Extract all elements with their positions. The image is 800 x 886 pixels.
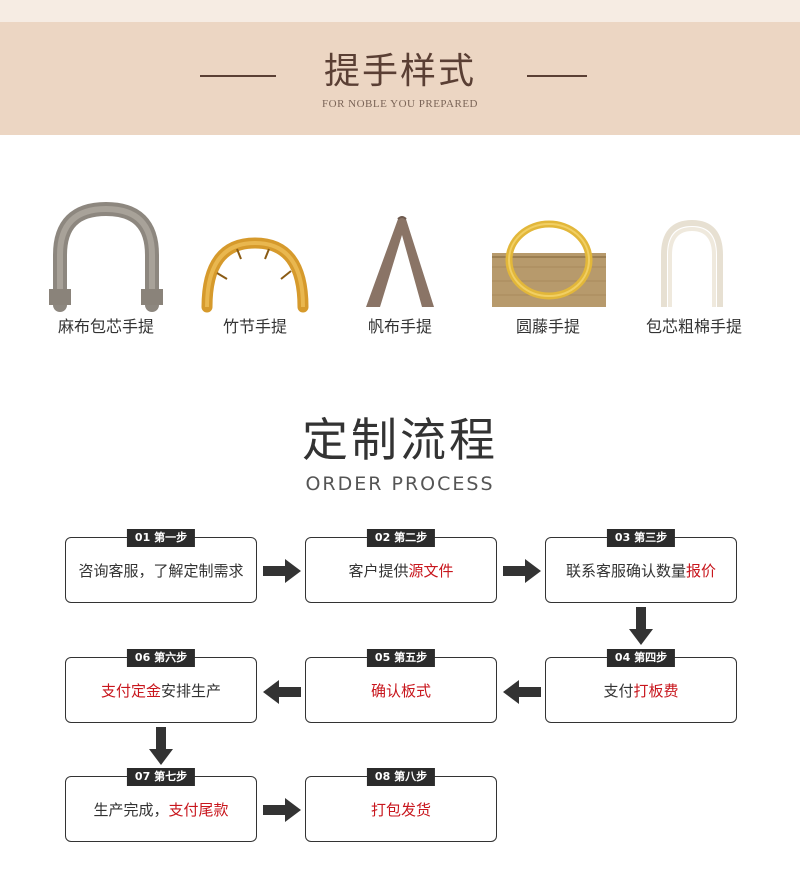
process-subtitle: ORDER PROCESS xyxy=(305,473,495,495)
step-text: 联系客服确认数量报价 xyxy=(546,538,736,602)
step-box-8: 08 第八步 打包发货 xyxy=(305,768,497,842)
canvas-handle-icon xyxy=(366,216,434,307)
cotton-rope-handle-icon xyxy=(661,219,723,307)
handle-item-canvas: 帆布手提 xyxy=(326,195,474,345)
step-box-3: 03 第三步 联系客服确认数量报价 xyxy=(545,529,737,603)
step-box-1: 01 第一步 咨询客服，了解定制需求 xyxy=(65,529,257,603)
arrow-right-icon xyxy=(263,798,301,822)
banner-subtitle: FOR NOBLE YOU PREPARED xyxy=(322,98,478,110)
step-text-highlight: 源文件 xyxy=(408,561,454,580)
step-text: 打包发货 xyxy=(306,777,496,841)
handle-label: 竹节手提 xyxy=(222,317,287,336)
step-text: 支付打板费 xyxy=(546,658,736,722)
step-text: 确认板式 xyxy=(306,658,496,722)
bamboo-handle-icon xyxy=(201,237,309,313)
step-box-4: 04 第四步 支付打板费 xyxy=(545,649,737,723)
handle-label: 包芯粗棉手提 xyxy=(645,317,742,336)
handle-item-cotton: 包芯粗棉手提 xyxy=(620,195,768,345)
handle-item-bamboo: 竹节手提 xyxy=(181,195,329,345)
banner-title: 提手样式 xyxy=(323,51,476,92)
arrow-right-icon xyxy=(503,559,541,583)
step-tag: 04 第四步 xyxy=(606,649,676,667)
step-box-2: 02 第二步 客户提供源文件 xyxy=(305,529,497,603)
step-tag: 03 第三步 xyxy=(606,529,676,547)
step-box-6: 06 第六步 支付定金安排生产 xyxy=(65,649,257,723)
step-tag: 05 第五步 xyxy=(366,649,436,667)
step-text: 生产完成，支付尾款 xyxy=(66,777,256,841)
step-text-highlight: 打包发货 xyxy=(370,800,431,819)
arrow-right-icon xyxy=(263,559,301,583)
step-text-plain: 安排生产 xyxy=(161,681,222,700)
step-text-plain: 客户提供 xyxy=(348,561,409,580)
process-title: 定制流程 xyxy=(302,413,498,467)
banner-line-right xyxy=(527,75,587,77)
step-tag: 08 第八步 xyxy=(366,768,436,786)
handle-item-rattan: 圆藤手提 xyxy=(474,195,622,345)
step-text-plain: 支付 xyxy=(603,681,634,700)
step-text-highlight: 打板费 xyxy=(633,681,679,700)
step-text: 咨询客服，了解定制需求 xyxy=(66,538,256,602)
step-text: 客户提供源文件 xyxy=(306,538,496,602)
step-text-plain: 咨询客服，了解定制需求 xyxy=(78,561,244,580)
step-text-plain: 生产完成， xyxy=(93,800,169,819)
step-text-plain: 联系客服确认数量 xyxy=(565,561,686,580)
linen-handle-icon xyxy=(49,201,163,312)
arrow-left-icon xyxy=(503,680,541,704)
step-text-highlight: 报价 xyxy=(686,561,717,580)
handle-label: 麻布包芯手提 xyxy=(57,317,154,336)
step-tag: 02 第二步 xyxy=(366,529,436,547)
step-text: 支付定金安排生产 xyxy=(66,658,256,722)
handle-label: 圆藤手提 xyxy=(515,317,580,336)
step-tag: 07 第七步 xyxy=(126,768,196,786)
arrow-left-icon xyxy=(263,680,301,704)
step-tag: 06 第六步 xyxy=(126,649,196,667)
arrow-down-icon xyxy=(629,607,653,645)
step-tag: 01 第一步 xyxy=(126,529,196,547)
step-text-highlight: 支付尾款 xyxy=(168,800,229,819)
rattan-ring-handle-icon xyxy=(492,220,606,307)
top-strip xyxy=(0,0,800,22)
handle-label: 帆布手提 xyxy=(367,317,432,336)
banner-line-left xyxy=(200,75,276,77)
step-text-highlight: 确认板式 xyxy=(370,681,431,700)
step-box-7: 07 第七步 生产完成，支付尾款 xyxy=(65,768,257,842)
handle-item-linen: 麻布包芯手提 xyxy=(32,195,180,345)
arrow-down-icon xyxy=(149,727,173,765)
step-text-highlight: 支付定金 xyxy=(100,681,161,700)
step-box-5: 05 第五步 确认板式 xyxy=(305,649,497,723)
banner: 提手样式 FOR NOBLE YOU PREPARED xyxy=(0,22,800,135)
